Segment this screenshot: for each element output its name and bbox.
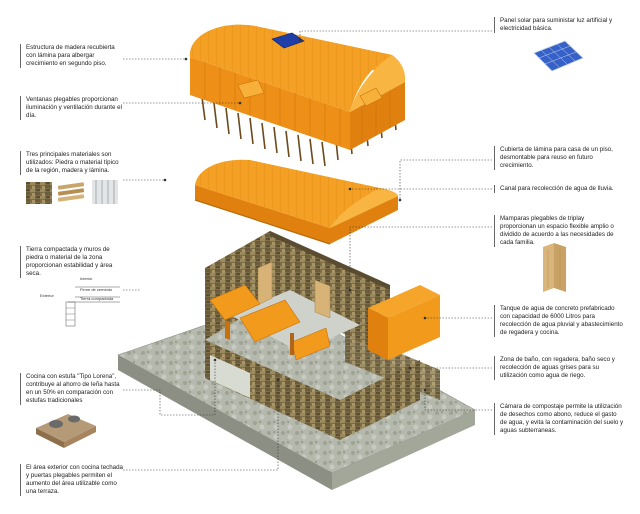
soil-section-diagram: Interior Firme de cemento Exterior Tierr… — [40, 276, 120, 327]
note-wood-structure-text: Estructura de madera recubierta con lámi… — [26, 44, 115, 67]
note-wood-structure: Estructura de madera recubierta con lámi… — [20, 44, 126, 68]
stone-walls — [205, 231, 440, 440]
note-exterior-area-text: El área exterior con cocina techada y pu… — [26, 464, 123, 495]
upper-floor-module — [189, 24, 406, 181]
note-folding-windows-text: Ventanas plegables proporcionan iluminac… — [26, 96, 122, 119]
callout-leaders — [123, 30, 492, 471]
wood-planks-icon — [57, 182, 85, 202]
note-compacted-earth: Tierra compactada y muros de piedra o ma… — [20, 246, 126, 278]
note-rain-channel: Canal para recolección de agua de lluvia… — [494, 185, 616, 193]
section-label-interior: Interior — [80, 276, 93, 281]
solar-panel-roof — [271, 32, 305, 49]
note-lorena-stove: Cocina con estufa "Tipo Lorena", contrib… — [20, 373, 126, 405]
note-compost-text: Cámara de compostaje permite la utilizac… — [500, 403, 624, 434]
note-sheet-roof-text: Cubierta de lámina para casa de un piso,… — [500, 146, 613, 169]
detachable-roof — [194, 159, 398, 245]
metal-sheet-icon — [92, 180, 118, 204]
note-materials-text: Tres principales materiales son utilizad… — [26, 151, 119, 174]
plywood-screen — [257, 261, 273, 306]
section-label-tierra: Tierra compactada — [80, 296, 114, 301]
note-solar-panel-text: Panel solar para suministar luz artifici… — [500, 17, 613, 32]
note-compost: Cámara de compostaje permite la utilizac… — [494, 403, 624, 435]
note-lorena-stove-text: Cocina con estufa "Tipo Lorena", contrib… — [26, 373, 120, 404]
note-sheet-roof: Cubierta de lámina para casa de un piso,… — [494, 146, 616, 170]
water-tank — [368, 285, 440, 318]
note-compacted-earth-text: Tierra compactada y muros de piedra o ma… — [26, 246, 113, 277]
section-label-firme: Firme de cemento — [80, 287, 113, 292]
lorena-stove-icon — [36, 414, 96, 448]
plywood-panel-icon — [543, 243, 566, 292]
materials-thumbnails — [26, 180, 118, 204]
note-plywood-screens-text: Mamparas plegables de triplay proporcion… — [500, 215, 614, 246]
note-bathroom-text: Zona de baño, con regadera, baño seco y … — [500, 356, 615, 379]
section-label-exterior: Exterior — [40, 293, 54, 298]
note-water-tank-text: Tanque de agua de concreto prefabricado … — [500, 305, 623, 336]
note-rain-channel-text: Canal para recolección de agua de lluvia… — [500, 185, 614, 192]
note-water-tank: Tanque de agua de concreto prefabricado … — [494, 305, 624, 337]
note-solar-panel: Panel solar para suministar luz artifici… — [494, 17, 616, 33]
note-materials: Tres principales materiales son utilizad… — [20, 151, 126, 175]
solar-panel-icon — [533, 40, 584, 72]
note-bathroom: Zona de baño, con regadera, baño seco y … — [494, 356, 618, 380]
note-exterior-area: El área exterior con cocina techada y pu… — [20, 464, 126, 496]
note-plywood-screens: Mamparas plegables de triplay proporcion… — [494, 215, 616, 247]
note-folding-windows: Ventanas plegables proporcionan iluminac… — [20, 96, 126, 120]
